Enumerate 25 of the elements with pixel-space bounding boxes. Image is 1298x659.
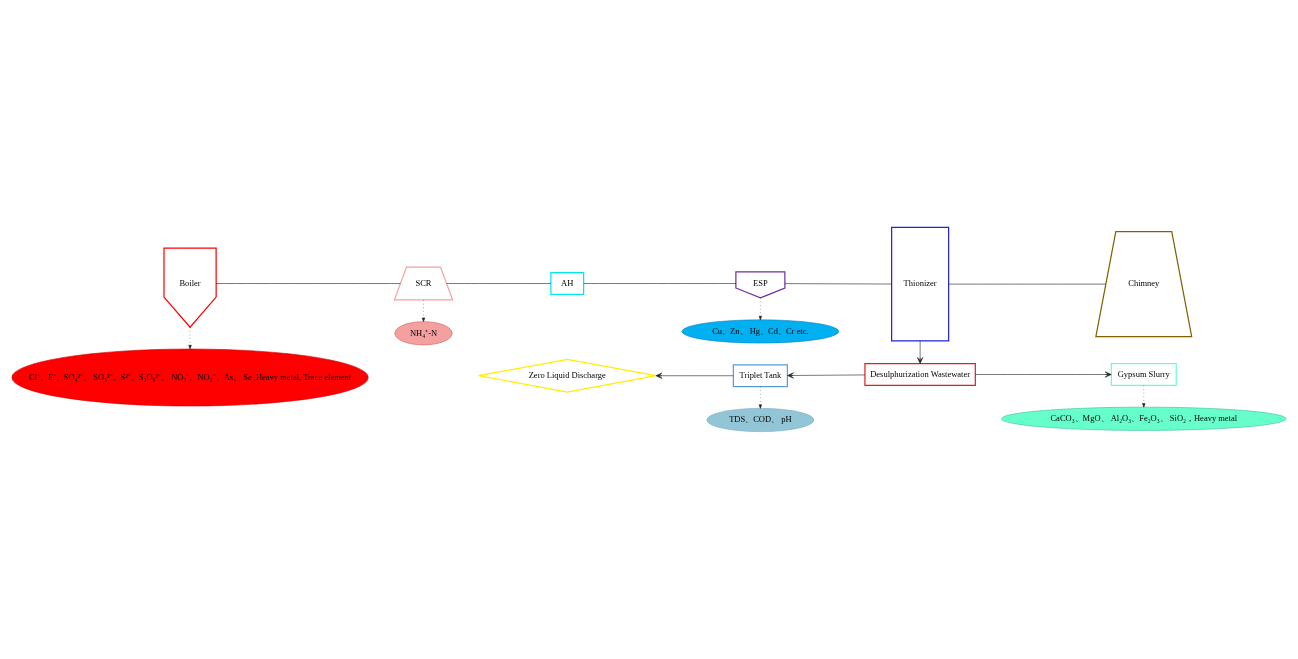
connector bbox=[784, 283, 892, 285]
arrow bbox=[655, 372, 734, 379]
arrow bbox=[917, 340, 924, 364]
node-box: Thionizer bbox=[891, 226, 950, 342]
arrow bbox=[758, 297, 762, 321]
arrow bbox=[1142, 385, 1146, 408]
node-box: AH bbox=[550, 272, 585, 296]
node-box: Triplet Tank bbox=[732, 364, 788, 388]
node-ellipse: Cl⁻、F⁻、SO₄²⁻、 SO₃²⁻、S²⁻、S₂O₆²⁻、 NO₃⁻、NO₂⁻、As、 Se ,Heavy metal, Trace element bbox=[11, 348, 369, 407]
arrow bbox=[787, 372, 866, 379]
node-diamond: Zero Liquid Discharge bbox=[478, 358, 657, 393]
arrow bbox=[421, 299, 426, 322]
node-box: Gypsum Slurry bbox=[1110, 363, 1177, 387]
arrow bbox=[758, 386, 762, 409]
node-ellipse: Cu、Zn、 Hg、Cd、Cr etc. bbox=[681, 319, 840, 344]
connector bbox=[215, 283, 401, 284]
connector bbox=[583, 283, 737, 284]
node-ellipse: TDS、COD、 pH bbox=[706, 408, 815, 432]
connector bbox=[948, 283, 1106, 285]
node-ellipse: CaCO₃、MgO、 Al₂O₃、Fe₂O₃、 SiO₂，Heavy metal bbox=[1001, 406, 1287, 431]
arrow bbox=[188, 327, 192, 350]
arrow bbox=[975, 371, 1112, 378]
connector bbox=[446, 283, 552, 284]
node-ellipse: NH₄⁺-N bbox=[394, 321, 453, 346]
node-box: Desulphurization Wastewater bbox=[864, 363, 976, 387]
